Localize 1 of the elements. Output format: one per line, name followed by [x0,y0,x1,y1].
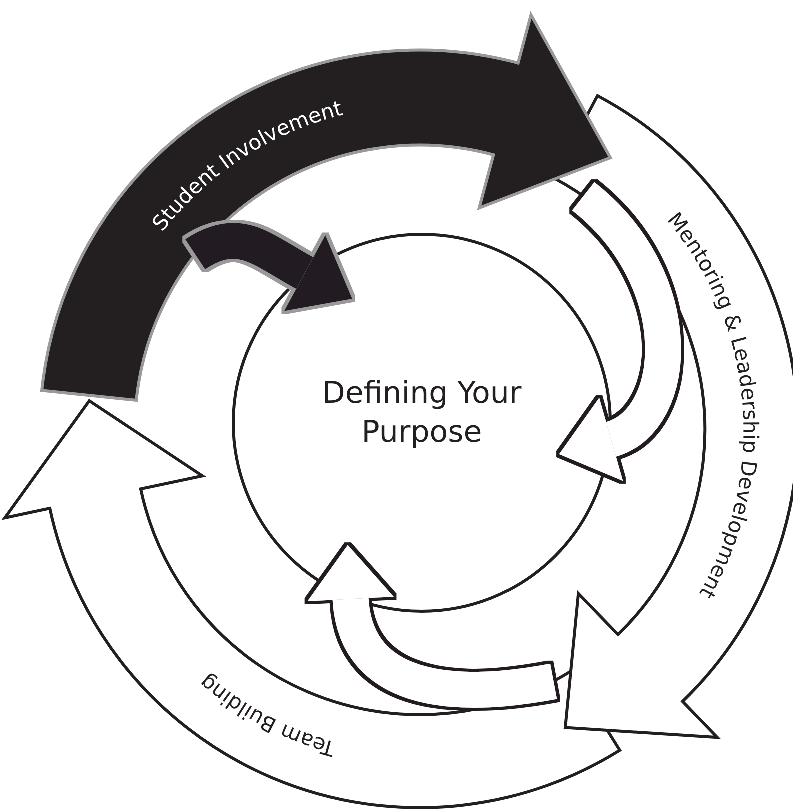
center-label: Defining Your Purpose [321,375,523,452]
